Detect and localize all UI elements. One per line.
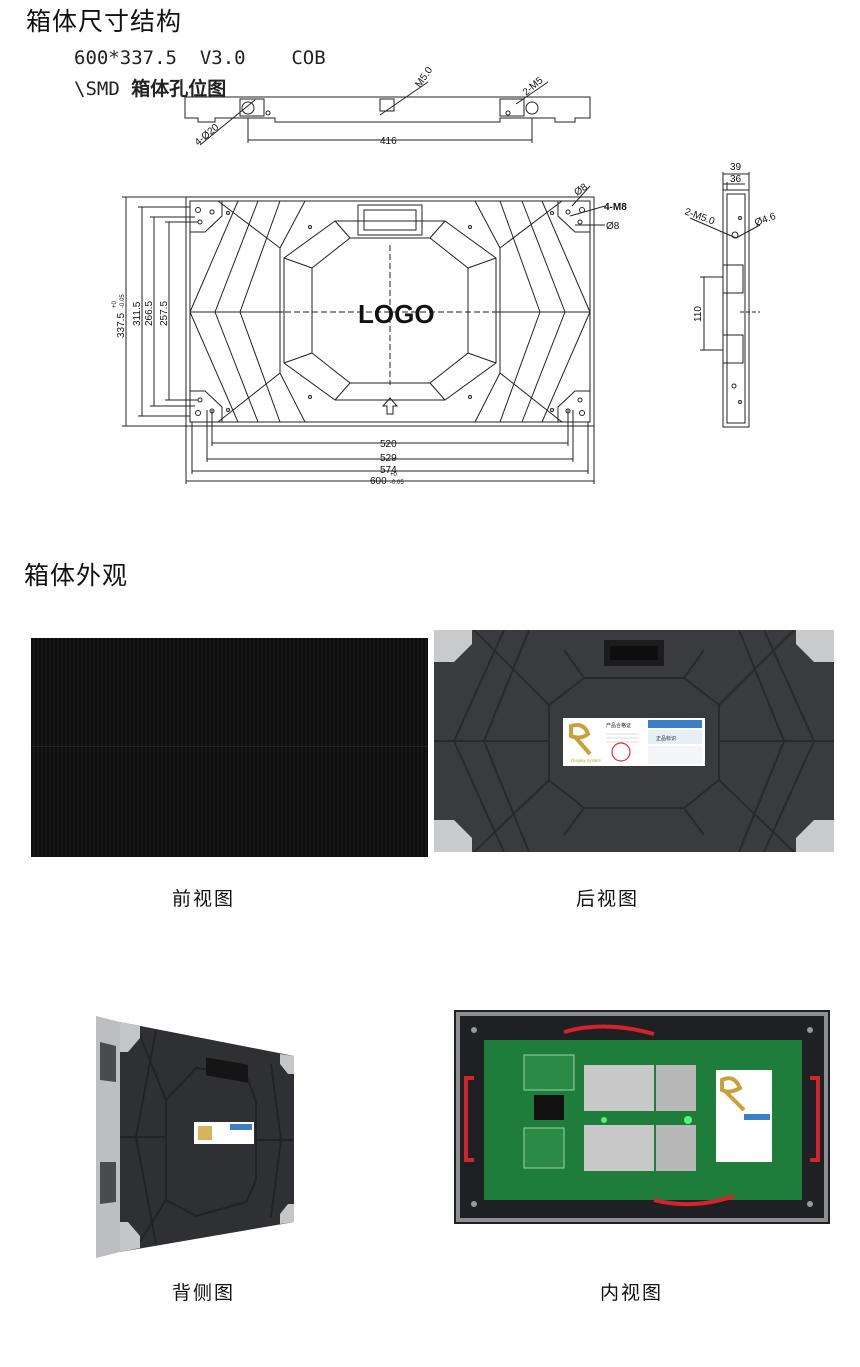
front-panel-seam	[31, 746, 428, 747]
label-dia46: Ø4.6	[753, 211, 778, 229]
logo-text: LOGO	[358, 299, 435, 329]
spec-line-2: \SMD 箱体孔位图	[74, 74, 226, 101]
label-600-tol-up: +0	[390, 472, 398, 478]
label-337-tol-dn: -0.05	[120, 294, 126, 308]
sticker-title: 产品合格证	[606, 722, 631, 729]
label-110: 110	[693, 306, 704, 322]
label-36: 36	[730, 174, 742, 185]
side-view	[689, 172, 761, 428]
label-dia8a: Ø8	[572, 182, 590, 199]
label-dia8b: Ø8	[606, 221, 620, 232]
top-view	[184, 81, 591, 146]
spec-line-2-bold: 箱体孔位图	[131, 78, 227, 100]
label-266: 266.5	[144, 301, 155, 326]
label-side-m5: 2-M5.0	[683, 206, 716, 227]
front-view	[122, 185, 606, 484]
back-view-image: Display system 产品合格证 正品标识	[434, 630, 834, 852]
label-39: 39	[730, 162, 742, 173]
caption-front-view: 前视图	[172, 888, 236, 910]
label-520: 520	[380, 439, 397, 450]
label-257: 257.5	[159, 301, 170, 326]
front-view-image	[31, 638, 428, 857]
label-600: 600	[370, 476, 387, 487]
product-sticker: Display system 产品合格证 正品标识	[563, 718, 705, 766]
label-311: 311.5	[132, 301, 143, 326]
label-416: 416	[380, 136, 397, 147]
label-337: 337.5	[116, 313, 127, 338]
sticker-badge: 正品标识	[656, 735, 676, 742]
label-m8: 4-M8	[604, 202, 627, 213]
label-600-tol-dn: -0.05	[390, 480, 404, 486]
spec-line-2-prefix: \SMD	[74, 78, 132, 100]
inner-view-image	[454, 1010, 830, 1224]
caption-inner-view: 内视图	[600, 1282, 664, 1304]
label-dia20: 4-Ø20	[193, 122, 222, 149]
sticker-brand: Display system	[571, 758, 602, 763]
spec-line-1: 600*337.5 V3.0 COB	[74, 47, 326, 69]
caption-back-view: 后视图	[576, 888, 640, 910]
label-m5: M5.0	[413, 65, 435, 90]
label-529: 529	[380, 453, 397, 464]
label-337-tol-up: +0	[112, 300, 118, 308]
back-side-view-image	[96, 1016, 294, 1258]
section-title-structure: 箱体尺寸结构	[26, 7, 183, 36]
cabinet-drawing: M5.0 2-M5 4-Ø20 416 LOGO Ø8 4-M8 Ø8 337.…	[112, 65, 778, 487]
section-title-appearance: 箱体外观	[24, 561, 129, 590]
label-574: 574	[380, 465, 397, 476]
caption-back-side-view: 背侧图	[172, 1282, 236, 1304]
